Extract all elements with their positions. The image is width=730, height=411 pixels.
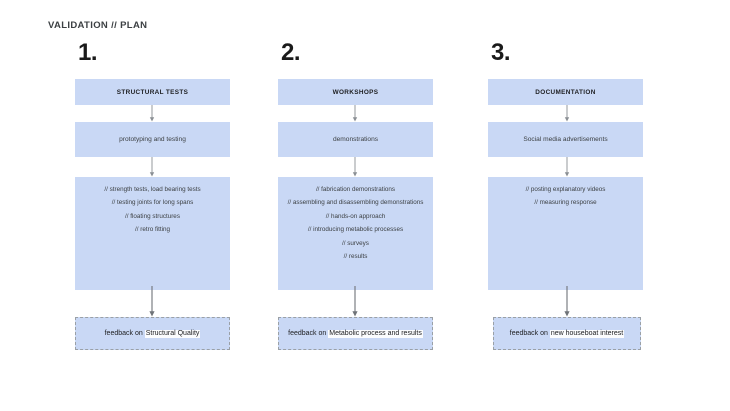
list-item: // introducing metabolic processes <box>307 226 404 234</box>
stage-subtitle-box: Social media advertisements <box>488 122 643 157</box>
stage-header-label: DOCUMENTATION <box>535 88 596 96</box>
feedback-prefix: feedback on <box>104 330 145 337</box>
feedback-highlight: Structural Quality <box>144 329 201 338</box>
feedback-prefix: feedback on <box>288 330 329 337</box>
arrow-down-icon <box>563 105 572 122</box>
list-item: // measuring response <box>534 199 597 207</box>
plan-column-1: 1. STRUCTURAL TESTS prototyping and test… <box>56 0 256 411</box>
feedback-highlight: new houseboat interest <box>549 329 625 338</box>
arrow-down-icon <box>148 105 157 122</box>
stage-detail-box: // posting explanatory videos // measuri… <box>488 177 643 290</box>
column-number: 3. <box>491 39 511 66</box>
list-item: // strength tests, load bearing tests <box>104 185 201 193</box>
feedback-box: feedback on Structural Quality <box>75 317 230 350</box>
list-item: // results <box>343 253 368 261</box>
feedback-box: feedback on Metabolic process and result… <box>278 317 433 350</box>
stage-subtitle-label: prototyping and testing <box>119 136 186 143</box>
arrow-down-icon <box>351 286 360 317</box>
stage-header-box: WORKSHOPS <box>278 79 433 105</box>
page-title: VALIDATION // PLAN <box>48 20 148 31</box>
arrow-down-icon <box>563 286 572 317</box>
feedback-box: feedback on new houseboat interest <box>493 317 641 350</box>
list-item: // testing joints for long spans <box>111 199 194 207</box>
arrow-down-icon <box>148 286 157 317</box>
list-item: // floating structures <box>125 212 180 220</box>
column-number: 2. <box>281 39 301 66</box>
list-item: // hands-on approach <box>325 212 386 220</box>
stage-header-box: DOCUMENTATION <box>488 79 643 105</box>
feedback-highlight: Metabolic process and results <box>328 329 423 338</box>
stage-header-box: STRUCTURAL TESTS <box>75 79 230 105</box>
plan-column-2: 2. WORKSHOPS demonstrations // fabricati… <box>259 0 459 411</box>
stage-header-label: WORKSHOPS <box>332 88 379 96</box>
stage-detail-box: // fabrication demonstrations // assembl… <box>278 177 433 290</box>
stage-subtitle-label: Social media advertisements <box>523 136 608 143</box>
list-item: // retro fitting <box>135 226 170 234</box>
stage-header-label: STRUCTURAL TESTS <box>116 88 189 96</box>
column-number: 1. <box>78 39 98 66</box>
list-item: // posting explanatory videos <box>525 185 606 193</box>
plan-column-3: 3. DOCUMENTATION Social media advertisem… <box>469 0 669 411</box>
stage-subtitle-label: demonstrations <box>332 136 379 143</box>
arrow-down-icon <box>563 157 572 177</box>
arrow-down-icon <box>351 157 360 177</box>
stage-detail-box: // strength tests, load bearing tests //… <box>75 177 230 290</box>
arrow-down-icon <box>351 105 360 122</box>
list-item: // fabrication demonstrations <box>315 185 396 193</box>
stage-subtitle-box: prototyping and testing <box>75 122 230 157</box>
arrow-down-icon <box>148 157 157 177</box>
list-item: // surveys <box>342 239 369 247</box>
stage-subtitle-box: demonstrations <box>278 122 433 157</box>
list-item: // assembling and disassembling demonstr… <box>287 199 424 207</box>
feedback-prefix: feedback on <box>509 330 550 337</box>
